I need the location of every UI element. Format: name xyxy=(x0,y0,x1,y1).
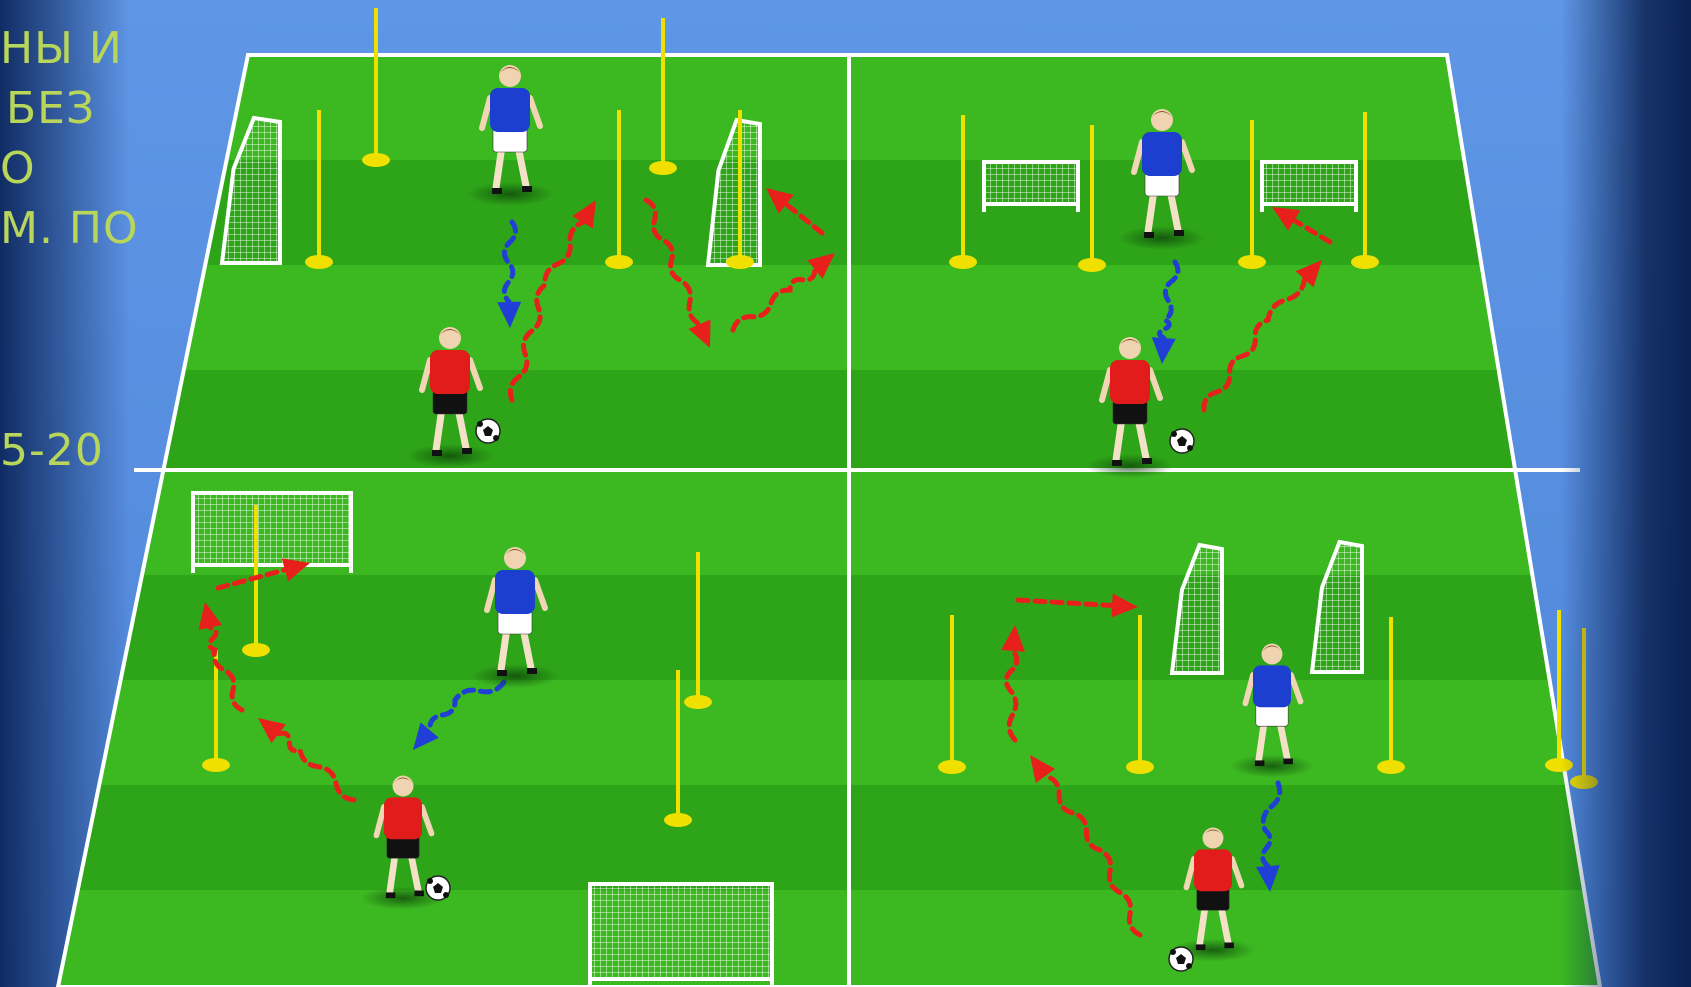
cone xyxy=(1078,258,1106,272)
player-shadow xyxy=(1230,755,1314,778)
player-head xyxy=(1262,644,1283,665)
cone xyxy=(305,255,333,269)
cone xyxy=(684,695,712,709)
player-shadow xyxy=(471,664,559,688)
player-boot xyxy=(522,186,532,192)
cone xyxy=(1377,760,1405,774)
goal-net xyxy=(984,162,1078,204)
cropped-side-text: НЫ И БЕЗ О М. ПО 5-20 xyxy=(0,0,150,480)
player-head xyxy=(1151,109,1173,131)
player-boot xyxy=(414,891,424,897)
player-boot xyxy=(527,668,537,674)
player-boot xyxy=(1224,943,1234,949)
cone xyxy=(362,153,390,167)
side-text-line-5: 5-20 xyxy=(0,420,104,480)
pitch-stripe xyxy=(0,890,1691,987)
ball-patch xyxy=(1170,949,1176,955)
ball-patch xyxy=(1186,963,1192,969)
player-head xyxy=(504,547,526,569)
player-head xyxy=(499,65,521,87)
cone xyxy=(1238,255,1266,269)
player-boot xyxy=(492,188,502,194)
cone xyxy=(938,760,966,774)
ball-patch xyxy=(1171,431,1177,437)
goal-net xyxy=(193,493,351,565)
pitch-stripe xyxy=(0,370,1691,470)
player-head xyxy=(439,327,461,349)
player-shadow xyxy=(466,182,554,206)
player-boot xyxy=(432,450,442,456)
player-boot xyxy=(497,670,507,676)
side-text-line-1: НЫ И xyxy=(0,18,123,79)
player-boot xyxy=(462,448,472,454)
player-head xyxy=(1119,337,1141,359)
ball-patch xyxy=(493,435,499,441)
cone xyxy=(1545,758,1573,772)
player-boot xyxy=(1174,230,1184,236)
ball-patch xyxy=(443,892,449,898)
player-shirt xyxy=(1194,849,1232,891)
soccer-ball xyxy=(1169,947,1193,971)
pitch-stripe xyxy=(0,265,1691,370)
pitch-stripe xyxy=(0,575,1691,680)
soccer-ball xyxy=(1170,429,1194,453)
cone xyxy=(1351,255,1379,269)
side-text-line-4: М. ПО xyxy=(0,198,139,259)
player-shirt xyxy=(1142,132,1182,176)
goal-net xyxy=(1262,162,1356,204)
goal xyxy=(590,884,772,987)
pitch-stripe xyxy=(0,785,1691,890)
pitch-stripe xyxy=(0,680,1691,785)
cone xyxy=(649,161,677,175)
player-shirt xyxy=(1110,360,1150,404)
player-boot xyxy=(386,892,396,898)
cone xyxy=(1126,760,1154,774)
goal xyxy=(984,162,1078,212)
player-head xyxy=(1203,828,1224,849)
cone xyxy=(1570,775,1598,789)
pole-marker xyxy=(1570,628,1598,789)
player-boot xyxy=(1112,460,1122,466)
player-shirt xyxy=(1253,665,1291,707)
player-boot xyxy=(1283,759,1293,765)
side-text-line-2: БЕЗ xyxy=(6,78,95,139)
goal xyxy=(193,493,351,573)
ball-patch xyxy=(427,878,433,884)
player-shadow xyxy=(406,444,494,468)
cone xyxy=(202,758,230,772)
cone xyxy=(664,813,692,827)
player-shadow xyxy=(1118,226,1206,250)
player-shirt xyxy=(384,797,422,839)
player-boot xyxy=(1144,232,1154,238)
soccer-ball xyxy=(426,876,450,900)
player-boot xyxy=(1142,458,1152,464)
soccer-ball xyxy=(476,419,500,443)
player-shirt xyxy=(430,350,470,394)
side-text-line-3: О xyxy=(0,138,36,199)
player-shirt xyxy=(490,88,530,132)
goal xyxy=(1262,162,1356,212)
ball-patch xyxy=(1187,445,1193,451)
player-shirt xyxy=(495,570,535,614)
player-boot xyxy=(1255,760,1265,766)
cone xyxy=(242,643,270,657)
player-shadow xyxy=(1086,454,1174,478)
goal-net xyxy=(590,884,772,979)
cone xyxy=(949,255,977,269)
ball-patch xyxy=(477,421,483,427)
cone xyxy=(726,255,754,269)
player-boot xyxy=(1196,944,1206,950)
cone xyxy=(605,255,633,269)
player-head xyxy=(393,776,414,797)
